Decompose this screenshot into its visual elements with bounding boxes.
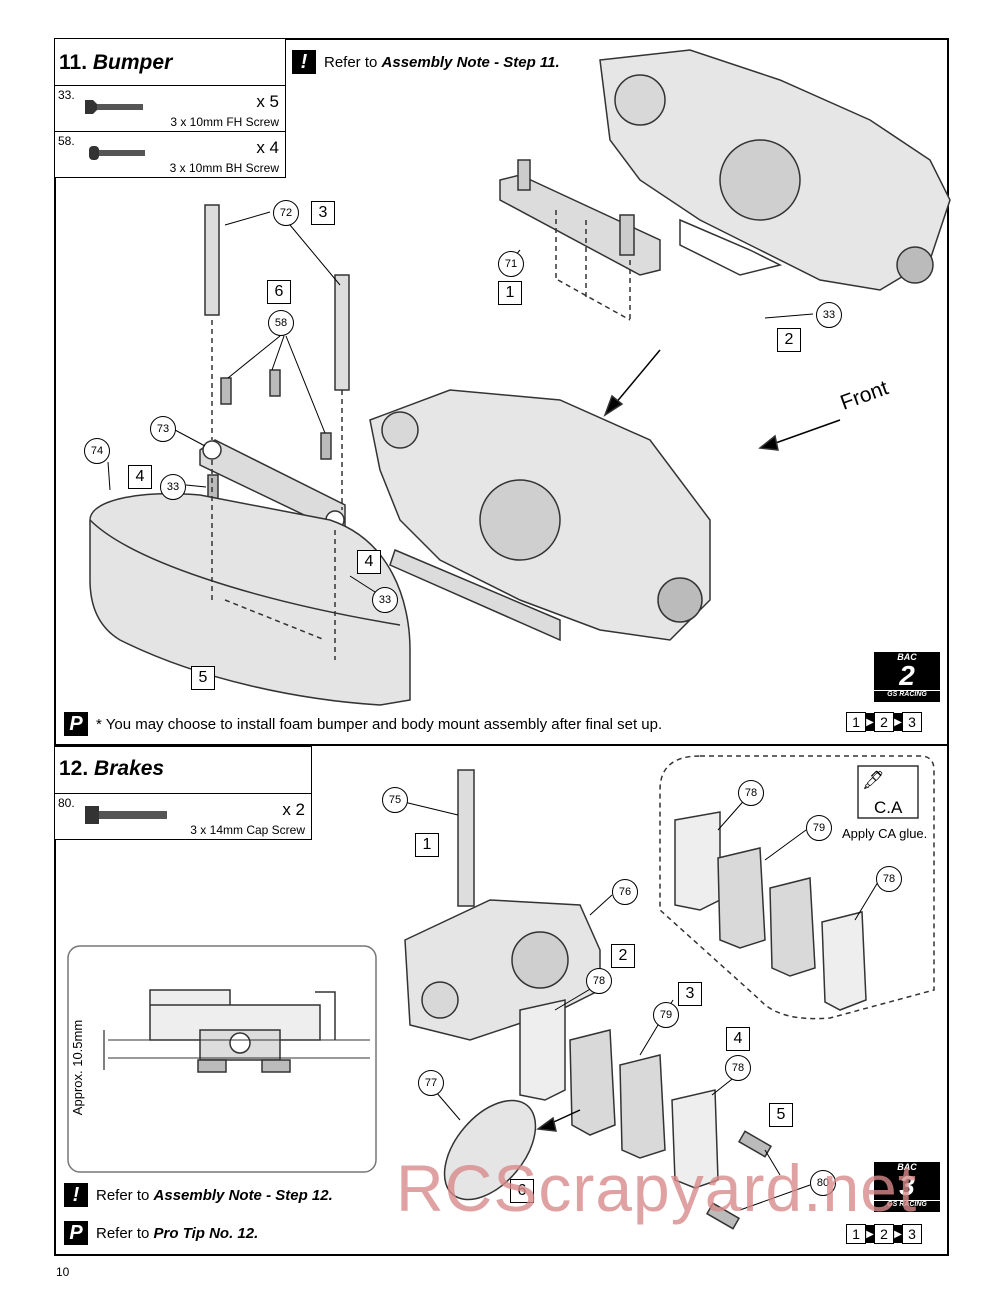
callout-75: 75 bbox=[382, 787, 408, 813]
note-bold: Pro Tip No. 12. bbox=[153, 1224, 259, 1242]
step11-name: Bumper bbox=[92, 51, 173, 74]
part-row: 80. x 2 3 x 14mm Cap Screw bbox=[55, 793, 311, 840]
step11-number: 11. bbox=[59, 51, 88, 74]
step-label: 4 bbox=[726, 1027, 750, 1051]
callout-33: 33 bbox=[372, 587, 398, 613]
seq-step: 3 bbox=[902, 1224, 922, 1244]
callout-79: 79 bbox=[806, 815, 832, 841]
arrow-right-icon: ▶ bbox=[894, 1225, 902, 1243]
note-prefix: Refer to bbox=[96, 1224, 154, 1242]
page-frame bbox=[54, 38, 949, 1256]
callout-72: 72 bbox=[273, 200, 299, 226]
callout-33: 33 bbox=[816, 302, 842, 328]
fh-screw-icon bbox=[85, 100, 143, 114]
ca-glue-icon: 🖋 bbox=[862, 770, 885, 790]
step12-parts-box: 12. Brakes 80. x 2 3 x 14mm Cap Screw bbox=[54, 746, 312, 840]
badge-bottom: GS RACING bbox=[874, 690, 940, 698]
pro-note-text: * You may choose to install foam bumper … bbox=[96, 715, 663, 733]
callout-78: 78 bbox=[725, 1055, 751, 1081]
sequence-indicator: 1▶ 2▶ 3 bbox=[846, 712, 922, 732]
bh-screw-icon bbox=[89, 146, 145, 160]
part-qty: x 4 bbox=[256, 138, 279, 157]
callout-78: 78 bbox=[876, 866, 902, 892]
step-label: 4 bbox=[128, 465, 152, 489]
callout-58: 58 bbox=[268, 310, 294, 336]
callout-78: 78 bbox=[738, 780, 764, 806]
sequence-indicator: 1▶ 2▶ 3 bbox=[846, 1224, 922, 1244]
callout-78: 78 bbox=[586, 968, 612, 994]
part-desc: 3 x 10mm FH Screw bbox=[170, 115, 279, 129]
page-number: 10 bbox=[56, 1265, 70, 1279]
callout-33: 33 bbox=[160, 474, 186, 500]
step-label: 1 bbox=[498, 281, 522, 305]
step-label: 6 bbox=[510, 1179, 534, 1203]
step-label: 5 bbox=[191, 666, 215, 690]
step11-illustration bbox=[89, 49, 951, 706]
bac-badge: BAC 2 GS RACING bbox=[874, 652, 940, 702]
step-label: 3 bbox=[678, 982, 702, 1006]
seq-step: 2 bbox=[874, 1224, 894, 1244]
part-row: 58. x 4 3 x 10mm BH Screw bbox=[55, 131, 285, 178]
step12-name: Brakes bbox=[94, 757, 165, 780]
badge-num: 3 bbox=[899, 1170, 915, 1201]
badge-num: 2 bbox=[899, 660, 915, 691]
note-bold: Assembly Note - Step 12. bbox=[153, 1186, 333, 1204]
watermark: RCScrapyard.net bbox=[396, 1151, 918, 1225]
ca-label: C.A bbox=[874, 798, 903, 817]
callout-77: 77 bbox=[418, 1070, 444, 1096]
note-bold: Assembly Note - Step 11. bbox=[381, 53, 560, 71]
arrow-right-icon: ▶ bbox=[894, 713, 902, 731]
callout-71: 71 bbox=[498, 251, 524, 277]
section-divider bbox=[54, 744, 949, 746]
part-number: 33. bbox=[58, 88, 75, 102]
part-row: 33. x 5 3 x 10mm FH Screw bbox=[55, 85, 285, 132]
arrow-right-icon: ▶ bbox=[866, 713, 874, 731]
step-label: 6 bbox=[267, 280, 291, 304]
dimension-label: Approx. 10.5mm bbox=[70, 1019, 86, 1116]
note-prefix: Refer to bbox=[96, 1186, 154, 1204]
badge-top: BAC bbox=[897, 1162, 917, 1172]
step11-parts-box: 11. Bumper 33. x 5 3 x 10mm FH Screw 58.… bbox=[54, 38, 286, 178]
part-desc: 3 x 10mm BH Screw bbox=[169, 161, 279, 175]
step-label: 2 bbox=[777, 328, 801, 352]
badge-bottom: GS RACING bbox=[874, 1200, 940, 1208]
part-qty: x 2 bbox=[282, 800, 305, 819]
seq-step: 1 bbox=[846, 712, 866, 732]
exclamation-icon: ! bbox=[64, 1183, 88, 1207]
note-prefix: Refer to bbox=[324, 53, 382, 71]
step12-number: 12. bbox=[59, 757, 89, 780]
callout-74: 74 bbox=[84, 438, 110, 464]
callout-79: 79 bbox=[653, 1002, 679, 1028]
step11-assembly-note: ! Refer to Assembly Note - Step 11. bbox=[292, 50, 560, 74]
part-qty: x 5 bbox=[256, 92, 279, 111]
callout-73: 73 bbox=[150, 416, 176, 442]
step-label: 5 bbox=[769, 1103, 793, 1127]
badge-top: BAC bbox=[897, 652, 917, 662]
step-label: 3 bbox=[311, 201, 335, 225]
part-number: 58. bbox=[58, 134, 75, 148]
step12-title: 12. Brakes bbox=[59, 757, 164, 781]
step-label: 2 bbox=[611, 944, 635, 968]
seq-step: 2 bbox=[874, 712, 894, 732]
step12-assembly-note: ! Refer to Assembly Note - Step 12. bbox=[64, 1183, 333, 1207]
part-desc: 3 x 14mm Cap Screw bbox=[190, 823, 305, 837]
bac-badge: BAC 3 GS RACING bbox=[874, 1162, 940, 1212]
arrow-right-icon: ▶ bbox=[866, 1225, 874, 1243]
callout-76: 76 bbox=[612, 879, 638, 905]
seq-step: 1 bbox=[846, 1224, 866, 1244]
step11-title: 11. Bumper bbox=[59, 51, 172, 75]
seq-step: 3 bbox=[902, 712, 922, 732]
ca-text: Apply CA glue. bbox=[842, 826, 928, 841]
p-icon: P bbox=[64, 712, 88, 736]
part-number: 80. bbox=[58, 796, 75, 810]
callout-80: 80 bbox=[810, 1170, 836, 1196]
exclamation-icon: ! bbox=[292, 50, 316, 74]
step-label: 4 bbox=[357, 550, 381, 574]
step12-pro-tip: P Refer to Pro Tip No. 12. bbox=[64, 1221, 258, 1245]
step-label: 1 bbox=[415, 833, 439, 857]
p-icon: P bbox=[64, 1221, 88, 1245]
step11-pro-note: P * You may choose to install foam bumpe… bbox=[64, 712, 662, 736]
cap-screw-icon bbox=[85, 806, 167, 824]
